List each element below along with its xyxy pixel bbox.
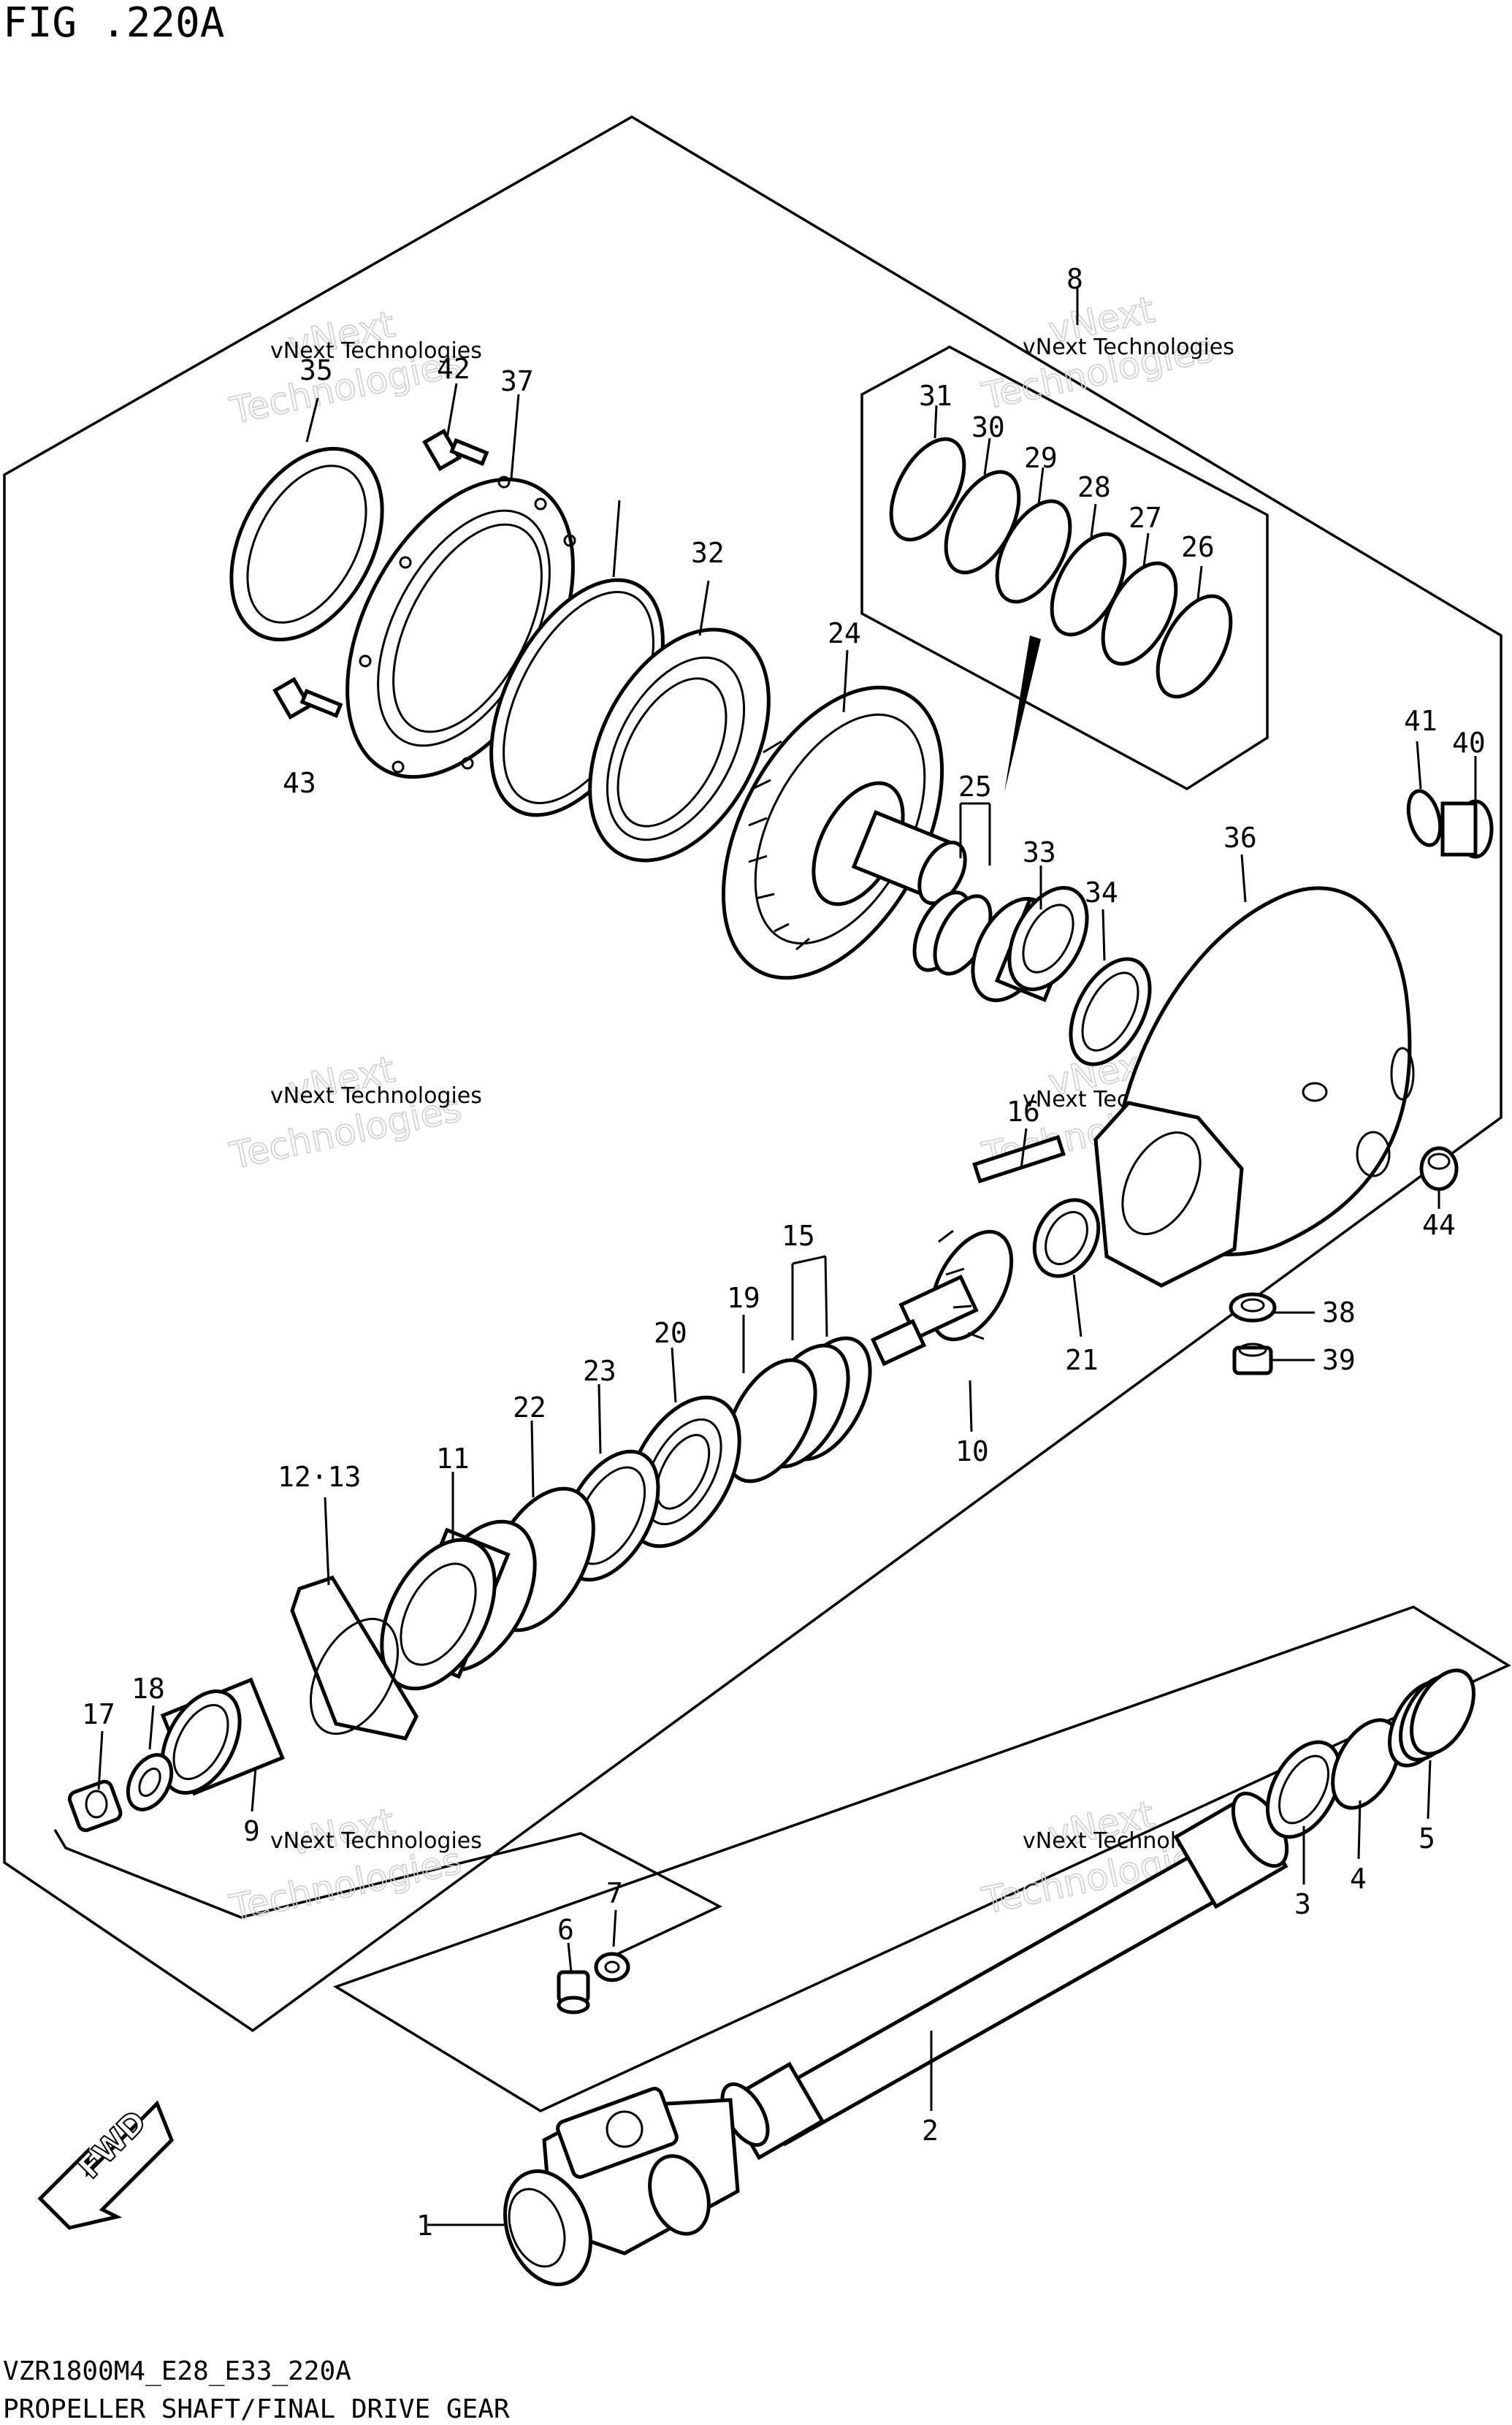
bearing-retainer-11 xyxy=(380,1519,537,1691)
watermark-text-2: vNext Technologies xyxy=(1023,335,1234,360)
gasket-40 xyxy=(1406,789,1443,847)
callout-19: 20 xyxy=(654,1317,687,1349)
watermark-text-1: vNext Technologies xyxy=(270,338,482,364)
spring-5 xyxy=(1388,1668,1475,1768)
callout-12-13: 12·13 xyxy=(278,1461,361,1493)
bearing-32 xyxy=(971,885,1089,1003)
callout-labels: 35 42 37 32 24 8 31 30 29 28 27 26 25 33… xyxy=(82,263,1486,2242)
callout-41: 42 xyxy=(437,353,470,385)
callout-20: 21 xyxy=(1065,1344,1099,1376)
callout-33: 34 xyxy=(1085,877,1118,909)
callout-14: 15 xyxy=(782,1220,815,1252)
bolt-6 xyxy=(557,1970,590,2015)
callout-6: 6 xyxy=(557,1914,574,1946)
callout-30: 31 xyxy=(919,380,952,412)
callout-11: 11 xyxy=(436,1443,470,1475)
forward-direction-arrow: FWD xyxy=(37,2100,174,2230)
final-gear-case-35 xyxy=(1093,886,1415,1288)
callout-36: 37 xyxy=(500,365,534,397)
callout-2: 2 xyxy=(922,2115,939,2147)
callout-8: 8 xyxy=(1066,263,1083,295)
callout-43: 44 xyxy=(1422,1209,1456,1241)
callout-18: 19 xyxy=(727,1282,760,1314)
oil-seal-34 xyxy=(229,446,384,642)
bearing-31 xyxy=(588,627,771,863)
callout-4: 4 xyxy=(1350,1863,1367,1895)
callout-26: 27 xyxy=(1129,502,1162,534)
bearing-9 xyxy=(160,1677,285,1796)
circlip-4 xyxy=(1331,1718,1401,1810)
callout-29: 30 xyxy=(971,411,1005,443)
callout-1: 1 xyxy=(416,2210,433,2242)
universal-joint-1 xyxy=(503,2087,740,2286)
callout-23: 24 xyxy=(828,617,861,649)
callout-42: 43 xyxy=(283,767,316,799)
callout-27: 28 xyxy=(1077,471,1111,503)
watermark-text-3: vNext Technologies xyxy=(270,1083,482,1109)
nut-38 xyxy=(1232,1343,1273,1375)
bearing-20 xyxy=(1032,1198,1101,1278)
callout-3: 3 xyxy=(1294,1888,1311,1920)
model-code: VZR1800M4_E28_E33_220A xyxy=(3,2356,351,2386)
drive-shaft-assembly-frame xyxy=(332,1605,1511,2112)
washer-37 xyxy=(1229,1292,1277,1323)
leader-lines xyxy=(97,289,1477,2226)
callout-7: 7 xyxy=(606,1877,623,1909)
callout-25: 26 xyxy=(1181,531,1215,563)
bolt-42 xyxy=(272,676,343,720)
bolt-41 xyxy=(422,428,489,472)
callout-5: 5 xyxy=(1419,1822,1435,1855)
figure-title: FIG .220A xyxy=(3,0,224,47)
callout-34: 35 xyxy=(299,354,333,386)
callout-39: 40 xyxy=(1452,727,1486,759)
callout-10: 10 xyxy=(955,1435,989,1467)
drain-bolt-43 xyxy=(1419,1146,1459,1191)
nut-16 xyxy=(67,1779,123,1833)
shim-set-rings xyxy=(889,437,1233,699)
shim-18 xyxy=(724,1358,817,1483)
oil-filler-plug-39 xyxy=(1440,799,1494,859)
callout-38: 39 xyxy=(1322,1344,1356,1376)
final-driven-gear-23 xyxy=(721,685,967,980)
oil-seal-3 xyxy=(1265,1740,1343,1839)
callout-15: 16 xyxy=(1007,1096,1040,1128)
callout-9: 9 xyxy=(243,1815,260,1847)
shim-set-box xyxy=(860,345,1269,791)
callout-35: 36 xyxy=(1223,822,1257,854)
watermark-text-5: vNext Technologies xyxy=(270,1828,482,1854)
callout-32: 33 xyxy=(1023,836,1056,868)
gasket-12-13 xyxy=(290,1575,419,1741)
shim-pointer-arrow xyxy=(1004,635,1041,793)
washer-17 xyxy=(126,1753,174,1811)
callout-37: 38 xyxy=(1322,1296,1356,1329)
callout-31: 32 xyxy=(691,537,725,569)
diagram-caption: PROPELLER SHAFT/FINAL DRIVE GEAR xyxy=(3,2394,510,2424)
callout-17: 18 xyxy=(131,1673,165,1705)
callout-24: 25 xyxy=(958,771,992,803)
final-drive-assembly-frame xyxy=(3,115,1503,2033)
callout-28: 29 xyxy=(1024,442,1058,474)
callout-16: 17 xyxy=(82,1698,115,1730)
callout-40: 41 xyxy=(1404,705,1437,737)
callout-21: 22 xyxy=(513,1391,546,1424)
final-drive-pinion-10 xyxy=(870,1229,1014,1367)
pinion-assembly-bracket xyxy=(53,1829,722,1959)
propeller-shaft-2 xyxy=(720,1791,1289,2161)
oil-seal-33 xyxy=(1069,957,1152,1066)
washer-7 xyxy=(594,1952,630,1982)
callout-22: 23 xyxy=(583,1355,616,1387)
